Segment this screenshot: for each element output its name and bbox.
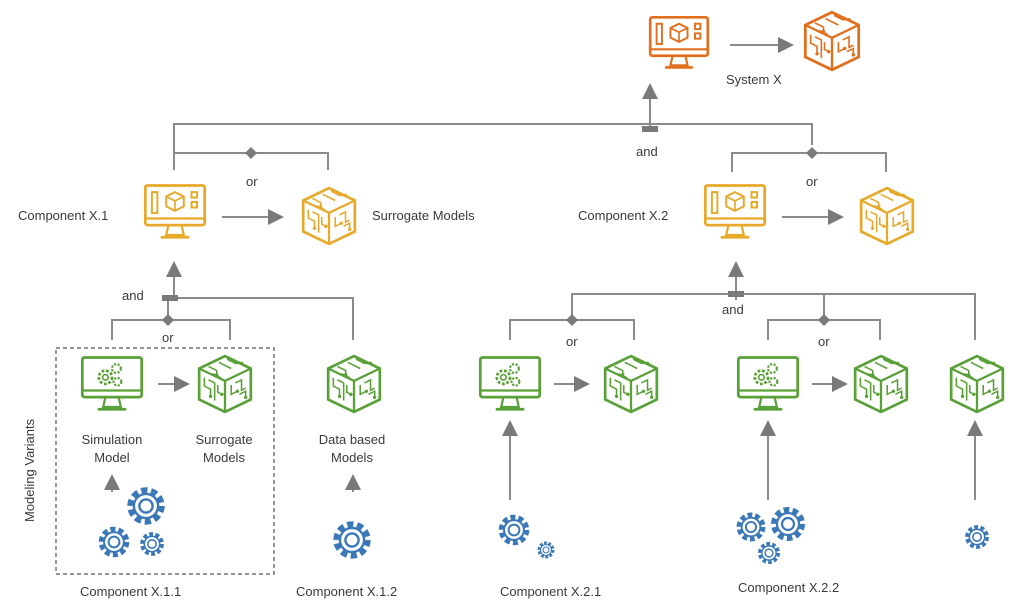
gear-icon	[774, 510, 802, 538]
or-label: or	[246, 174, 258, 189]
or-label: or	[162, 330, 174, 345]
gear-icon	[757, 541, 781, 565]
and-label: and	[722, 302, 744, 317]
circuit-cube-icon	[859, 186, 915, 246]
monitor-with-cube-icon	[703, 183, 767, 239]
circuit-cube-icon	[853, 354, 909, 414]
gear-icon	[337, 525, 368, 556]
or-junction	[818, 314, 830, 326]
surrogate-models-label: Surrogate Models	[372, 208, 475, 223]
circuit-cube-icon	[603, 354, 659, 414]
monitor-with-cube-icon	[143, 183, 207, 239]
component-x1-label: Component X.1	[18, 208, 108, 223]
modeling-variants-label: Modeling Variants	[22, 418, 37, 522]
component-x2-label: Component X.2	[578, 208, 668, 223]
gear-icon	[739, 515, 763, 539]
gear-icon	[131, 491, 162, 522]
gear-icon	[142, 534, 162, 554]
and-label: and	[122, 288, 144, 303]
or-label: or	[566, 334, 578, 349]
monitor-with-gears-icon	[736, 355, 800, 411]
gear-icon	[537, 541, 555, 559]
circuit-cube-icon	[949, 354, 1005, 414]
system-x-label: System X	[726, 72, 782, 87]
and-junction	[162, 295, 178, 301]
component-x21-label: Component X.2.1	[500, 584, 601, 599]
modeling-variants-box	[55, 347, 275, 575]
component-x22-label: Component X.2.2	[738, 580, 839, 595]
and-junction	[642, 126, 658, 132]
icons	[80, 10, 1005, 565]
gear-icon	[967, 527, 987, 547]
monitor-with-gears-icon	[478, 355, 542, 411]
component-x11-label: Component X.1.1	[80, 584, 181, 599]
labels: System X and or or Component X.1 Surroga…	[18, 72, 839, 599]
or-junction	[162, 314, 174, 326]
monitor-with-cube-icon	[648, 15, 710, 70]
circuit-cube-icon	[803, 10, 861, 72]
circuit-cube-icon	[301, 186, 357, 246]
and-junction	[728, 291, 744, 297]
monitor-with-gears-icon	[80, 355, 144, 411]
and-label: and	[636, 144, 658, 159]
component-x12-label: Component X.1.2	[296, 584, 397, 599]
or-junction	[806, 147, 818, 159]
gear-icon	[101, 529, 126, 554]
or-label: or	[806, 174, 818, 189]
circuit-cube-icon	[326, 354, 382, 414]
gear-icon	[501, 517, 526, 542]
or-junction	[245, 147, 257, 159]
circuit-cube-icon	[197, 354, 253, 414]
junction-markers	[162, 126, 830, 326]
or-label: or	[818, 334, 830, 349]
or-junction	[566, 314, 578, 326]
